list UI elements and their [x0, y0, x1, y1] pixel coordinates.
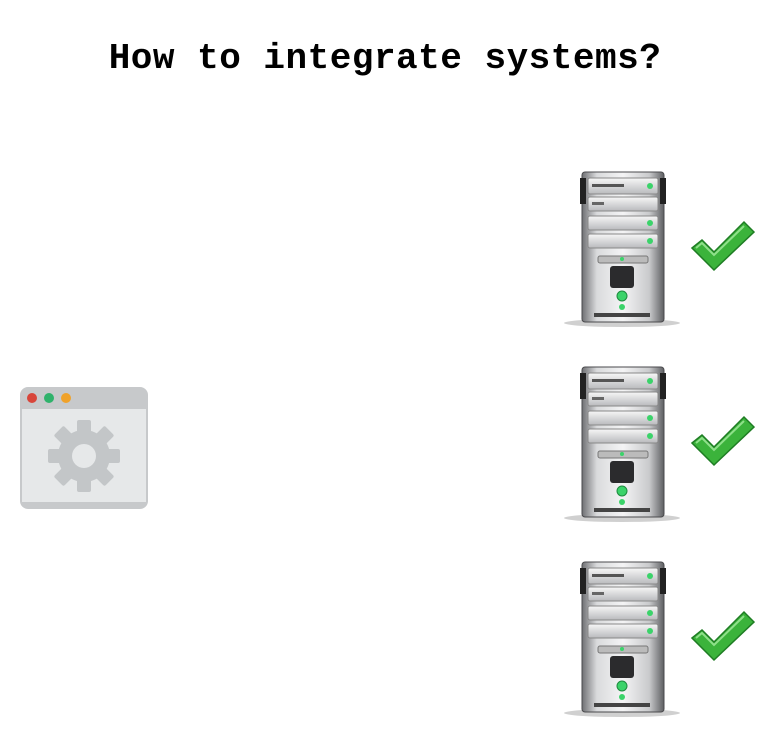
server-row-2	[560, 363, 760, 523]
minimize-dot-icon	[61, 393, 71, 403]
checkmark-icon	[690, 610, 756, 662]
app-window-settings-icon	[20, 387, 148, 509]
server-row-3	[560, 558, 760, 718]
gear-icon	[48, 420, 120, 492]
close-dot-icon	[27, 393, 37, 403]
server-tower-icon	[560, 558, 685, 718]
checkmark-icon	[690, 220, 756, 272]
server-tower-icon	[560, 363, 685, 523]
diagram-title: How to integrate systems?	[108, 38, 662, 79]
server-tower-icon	[560, 168, 685, 328]
checkmark-icon	[690, 415, 756, 467]
server-row-1	[560, 168, 760, 328]
maximize-dot-icon	[44, 393, 54, 403]
